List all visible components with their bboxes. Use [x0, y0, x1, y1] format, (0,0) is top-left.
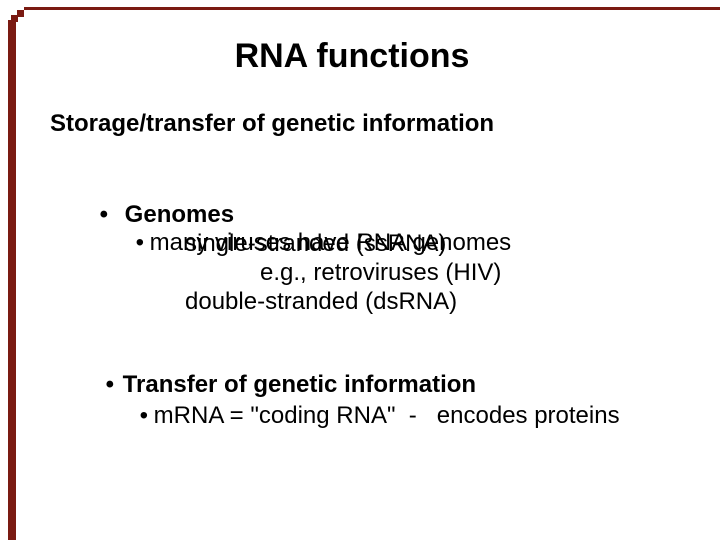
line-single-stranded: single-stranded (ssRNA) — [185, 230, 447, 257]
line-eg-retroviruses: e.g., retroviruses (HIV) — [260, 259, 502, 286]
slide-border-step-square — [11, 15, 18, 22]
bullet-mrna-label: mRNA = "coding RNA" - encodes proteins — [153, 401, 620, 429]
bullet-marker-icon: • — [99, 200, 109, 228]
slide-border-step-square — [17, 10, 24, 17]
bullet-marker-icon: • — [139, 401, 149, 429]
slide-title: RNA functions — [234, 37, 470, 75]
bullet-marker-icon: • — [135, 228, 145, 256]
slide-border-left-bar — [8, 20, 16, 540]
line-double-stranded: double-stranded (dsRNA) — [185, 288, 458, 315]
bullet-many-viruses-label: many viruses have RNA genomes — [149, 228, 512, 256]
slide-border-top-line — [24, 7, 720, 10]
bullet-marker-icon: • — [105, 370, 115, 398]
bullet-transfer-label: Transfer of genetic information — [122, 370, 477, 398]
heading-storage-transfer: Storage/transfer of genetic information — [50, 110, 495, 137]
bullet-genomes: •Genomes — [73, 172, 234, 258]
bullet-mrna: •mRNA = "coding RNA" - encodes proteins — [113, 373, 620, 459]
bullet-transfer: •Transfer of genetic information — [79, 342, 476, 428]
bullet-many-viruses: •many viruses have RNA genomes — [109, 200, 512, 286]
bullet-genomes-label: Genomes — [124, 200, 235, 228]
